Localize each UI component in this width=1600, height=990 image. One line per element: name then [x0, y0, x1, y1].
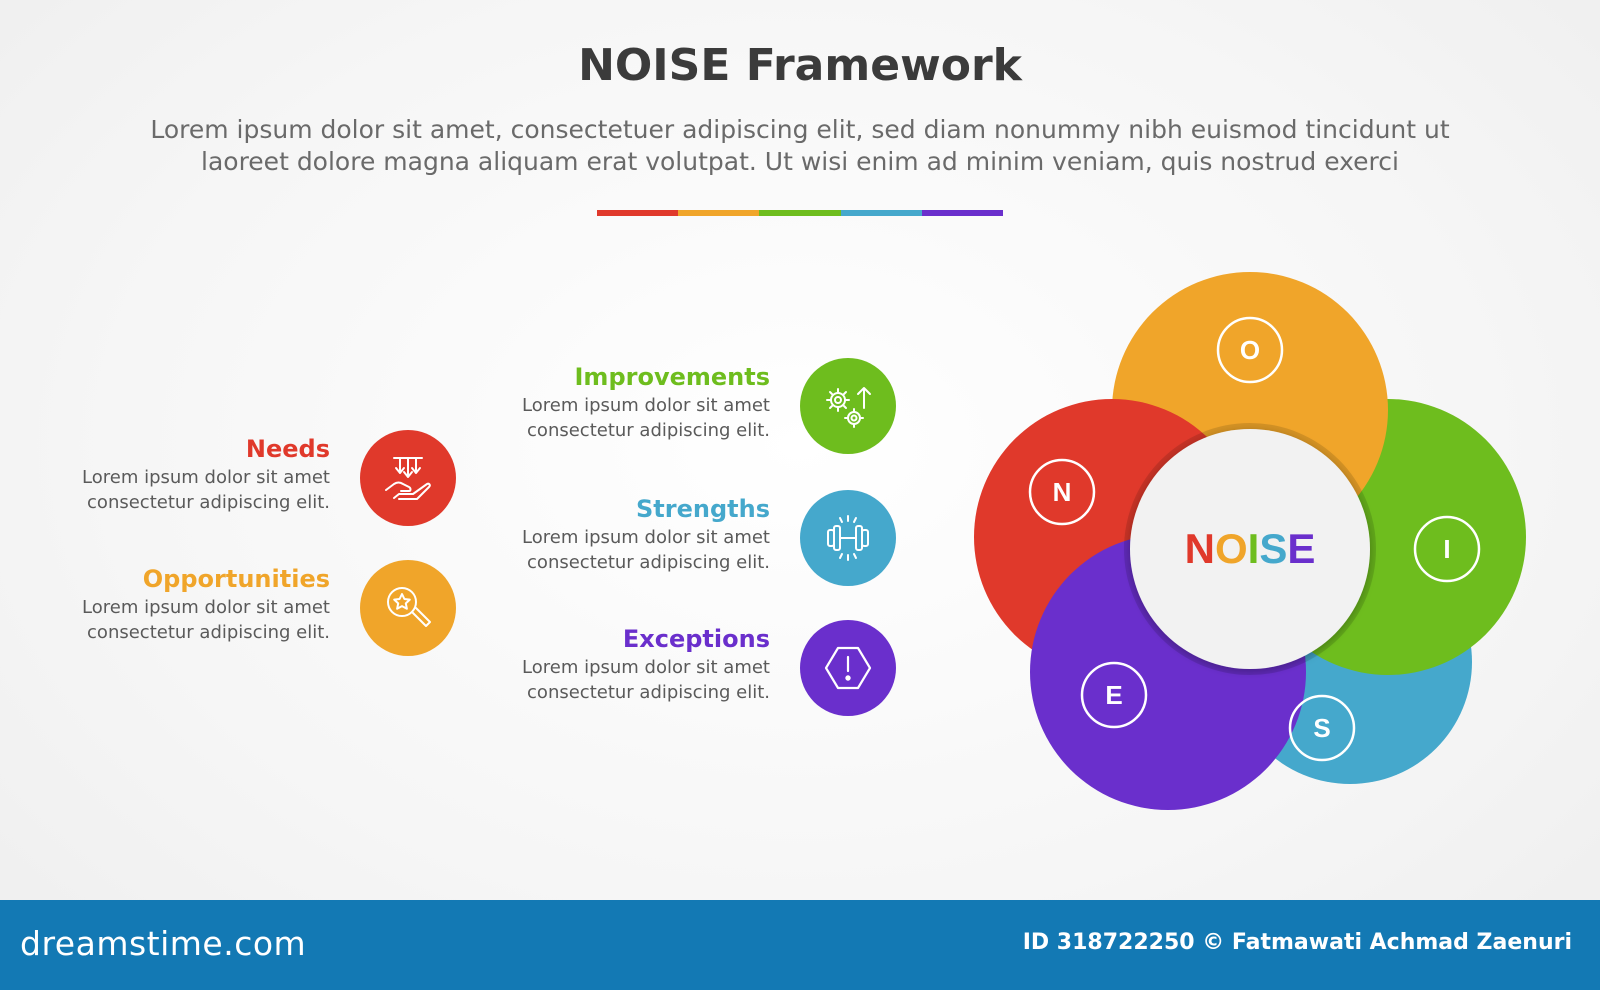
petal-letter-o: O [1240, 335, 1260, 365]
petal-letter-i: I [1443, 534, 1450, 564]
item-desc-line-1: Lorem ipsum dolor sit amet [522, 657, 770, 678]
exceptions-icon-circle [800, 620, 896, 716]
item-label: Strengths [636, 495, 770, 523]
item-label: Needs [245, 435, 330, 463]
footer-credit: ID 318722250 © Fatmawati Achmad Zaenuri [1022, 930, 1572, 955]
badge-ring-n [1028, 458, 1096, 526]
improvements-icon-circle [800, 358, 896, 454]
item-opportunities: Opportunities Lorem ipsum dolor sit amet… [36, 560, 456, 670]
item-needs: Needs Lorem ipsum dolor sit amet consect… [36, 430, 456, 540]
center-word: NOISE [1185, 525, 1316, 572]
badge-ring-o [1216, 316, 1284, 384]
item-desc-line-2: consectetur adipiscing elit. [87, 492, 330, 513]
item-desc-line-1: Lorem ipsum dolor sit amet [522, 395, 770, 416]
petal-badges [1028, 316, 1481, 762]
divider-segment-green [759, 210, 841, 216]
divider-segment-red [597, 210, 679, 216]
item-exceptions: Exceptions Lorem ipsum dolor sit amet co… [476, 620, 896, 730]
item-label: Improvements [574, 363, 771, 391]
item-desc-line-1: Lorem ipsum dolor sit amet [82, 597, 330, 618]
petal-letter-e: E [1105, 680, 1122, 710]
page-title: NOISE Framework [578, 40, 1022, 91]
footer-bar: dreamstime.com ID 318722250 © Fatmawati … [0, 900, 1600, 990]
item-desc-line-2: consectetur adipiscing elit. [527, 682, 770, 703]
item-desc-line-2: consectetur adipiscing elit. [527, 552, 770, 573]
petal-letter-n: N [1053, 477, 1072, 507]
footer-brand[interactable]: dreamstime.com [20, 924, 307, 963]
hand-arrows-down-icon [385, 457, 431, 500]
subtitle-line-2: laoreet dolore magna aliquam erat volutp… [201, 147, 1399, 176]
petal-letter-s: S [1313, 713, 1330, 743]
item-desc-line-2: consectetur adipiscing elit. [87, 622, 330, 643]
badge-ring-s [1288, 694, 1356, 762]
subtitle-line-1: Lorem ipsum dolor sit amet, consectetuer… [150, 115, 1450, 144]
center-letter-i: I [1248, 525, 1260, 572]
item-desc-line-1: Lorem ipsum dolor sit amet [82, 467, 330, 488]
divider-segment-purple [921, 210, 1004, 216]
item-strengths: Strengths Lorem ipsum dolor sit amet con… [476, 490, 896, 600]
hexagon-alert-icon [824, 646, 872, 690]
center-circle [1130, 429, 1370, 669]
item-improvements: Improvements Lorem ipsum dolor sit amet … [476, 358, 896, 468]
petal-letters: O N I E S [1053, 335, 1451, 743]
gears-arrow-up-icon [826, 387, 871, 428]
item-desc-line-1: Lorem ipsum dolor sit amet [522, 527, 770, 548]
dumbbell-icon [827, 515, 869, 561]
rainbow-divider [597, 210, 1004, 216]
opportunities-icon-circle [360, 560, 456, 656]
badge-ring-i [1413, 515, 1481, 583]
item-desc-line-2: consectetur adipiscing elit. [527, 420, 770, 441]
divider-segment-blue [840, 210, 922, 216]
noise-petal-diagram: NOISE O N I E S [965, 268, 1540, 810]
item-label: Opportunities [142, 565, 330, 593]
center-letter-n: N [1185, 525, 1215, 572]
item-label: Exceptions [622, 625, 770, 653]
badge-ring-e [1080, 661, 1148, 729]
petal-diagram-svg: NOISE O N I E S [974, 272, 1526, 810]
needs-icon-circle [360, 430, 456, 526]
divider-segment-orange [678, 210, 760, 216]
magnifier-star-icon [387, 587, 431, 627]
strengths-icon-circle [800, 490, 896, 586]
center-letter-e: E [1287, 525, 1315, 572]
center-letter-o: O [1215, 525, 1248, 572]
page-subtitle: Lorem ipsum dolor sit amet, consectetuer… [100, 114, 1500, 178]
center-letter-s: S [1259, 525, 1287, 572]
